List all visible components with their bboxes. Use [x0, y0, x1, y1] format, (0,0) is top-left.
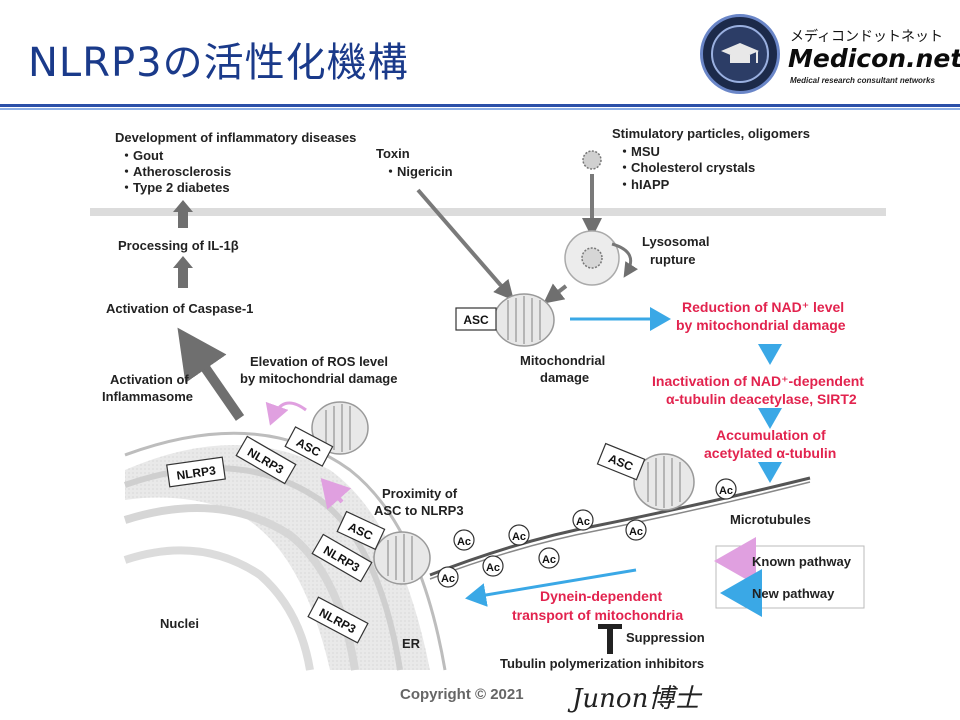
ac-label: Ac [441, 573, 455, 585]
copyright-text: Copyright © 2021 [400, 686, 524, 703]
nlrp3-label: NLRP3 [176, 463, 217, 482]
ac-marker [625, 519, 647, 541]
asc-box [284, 426, 334, 467]
ros-label-line1: Elevation of ROS level [250, 354, 388, 369]
nlrp3-box [235, 435, 297, 485]
inflammasome-label-line2: Inflammasome [102, 389, 193, 404]
ac-label: Ac [629, 526, 643, 538]
nad-reduction-line2: by mitochondrial damage [676, 317, 846, 333]
suppression-symbol [598, 624, 622, 654]
ac-marker [572, 509, 594, 531]
asc-box [336, 510, 386, 551]
lysosomal-label-line2: rupture [650, 252, 696, 267]
mitochondrion-right [633, 453, 695, 511]
cell-membrane [90, 208, 886, 216]
sirt2-inactivation-line1: Inactivation of NAD⁺-dependent [652, 373, 864, 389]
diseases-heading: Development of inflammatory diseases [115, 130, 356, 145]
nad-reduction-line1: Reduction of NAD⁺ level [682, 299, 844, 315]
dynein-label-line1: Dynein-dependent [540, 588, 662, 604]
mitochondrion-er [373, 531, 431, 585]
nigericin-label: ・Nigericin [384, 164, 453, 179]
legend-new-label: New pathway [752, 586, 835, 601]
signature: Junon博士 [572, 684, 701, 714]
upward-flow-arrows [173, 200, 245, 421]
processing-il1b-label: Processing of IL-1β [118, 238, 239, 253]
disease-item: ・Type 2 diabetes [120, 180, 230, 195]
nlrp3-box [311, 533, 373, 583]
disease-item: ・Gout [120, 148, 164, 163]
legend: Known pathway New pathway [714, 537, 865, 617]
mitochondrion-upper-left [311, 401, 369, 455]
caspase-activation-label: Activation of Caspase-1 [106, 301, 253, 316]
sirt2-inactivation-line2: α-tubulin deacetylase, SIRT2 [666, 391, 857, 407]
inflammasome-label-line1: Activation of [110, 372, 189, 387]
dynein-transport-arrow [465, 568, 637, 607]
particle-item: ・Cholesterol crystals [618, 160, 755, 175]
nlrp3-box [307, 596, 369, 644]
graduation-cap-icon [711, 25, 769, 83]
asc-box [455, 307, 497, 331]
disease-item: ・Atherosclerosis [120, 164, 231, 179]
accumulation-line1: Accumulation of [716, 427, 826, 443]
medicon-logo: メディコンドットネット Medicon.net Medical research… [700, 14, 960, 98]
suppression-label: Suppression [626, 630, 705, 645]
legend-known-label: Known pathway [752, 554, 852, 569]
ac-marker [453, 529, 475, 551]
mito-damage-label-line1: Mitochondrial [520, 353, 605, 368]
ac-marker [508, 524, 530, 546]
nlrp3-box [166, 456, 226, 488]
ros-label-line2: by mitochondrial damage [240, 371, 397, 386]
nuclei-label: Nuclei [160, 616, 199, 631]
header-rule-light [0, 108, 960, 110]
particle-item: ・MSU [618, 144, 660, 159]
er-label: ER [402, 636, 421, 651]
ac-marker [437, 566, 459, 588]
ac-label: Ac [576, 516, 590, 528]
known-pathway-arrow [265, 401, 307, 426]
header-rule [0, 104, 960, 107]
crystal-particle-icon [582, 150, 602, 170]
ac-label: Ac [719, 485, 733, 497]
inhibitors-label: Tubulin polymerization inhibitors [500, 656, 704, 671]
accumulation-line2: acetylated α-tubulin [704, 445, 836, 461]
ac-label: Ac [512, 531, 526, 543]
logo-english-name: Medicon.net [788, 44, 960, 73]
particles-heading: Stimulatory particles, oligomers [612, 126, 810, 141]
asc-box [596, 442, 646, 481]
proximity-label-line1: Proximity of [382, 486, 458, 501]
microtubules-label: Microtubules [730, 512, 811, 527]
lysosomal-label-line1: Lysosomal [642, 234, 709, 249]
dynein-label-line2: transport of mitochondria [512, 607, 683, 623]
asc-label: ASC [463, 313, 489, 327]
logo-tagline: Medical research consultant networks [790, 76, 935, 85]
microtubule [429, 476, 811, 577]
toxin-label: Toxin [376, 146, 410, 161]
ac-marker [538, 547, 560, 569]
ac-label: Ac [486, 562, 500, 574]
known-pathway-arrow [320, 478, 352, 510]
medicon-emblem-icon [700, 14, 780, 94]
page-title: NLRP3の活性化機構 [28, 40, 409, 86]
mito-damage-label-line2: damage [540, 370, 589, 385]
lysosome-icon [564, 230, 638, 286]
lysosome-to-mito-arrow [543, 283, 568, 304]
proximity-label-line2: ASC to NLRP3 [374, 503, 464, 518]
toxin-arrow [416, 188, 514, 301]
ac-marker [715, 478, 737, 500]
acetyl-markers: Ac Ac Ac Ac Ac Ac Ac Ac [437, 478, 737, 588]
ac-marker [482, 555, 504, 577]
ac-label: Ac [542, 554, 556, 566]
logo-japanese-name: メディコンドットネット [790, 29, 944, 45]
ac-label: Ac [457, 536, 471, 548]
particle-item: ・hIAPP [618, 177, 670, 192]
mitochondrion-center [493, 293, 555, 347]
